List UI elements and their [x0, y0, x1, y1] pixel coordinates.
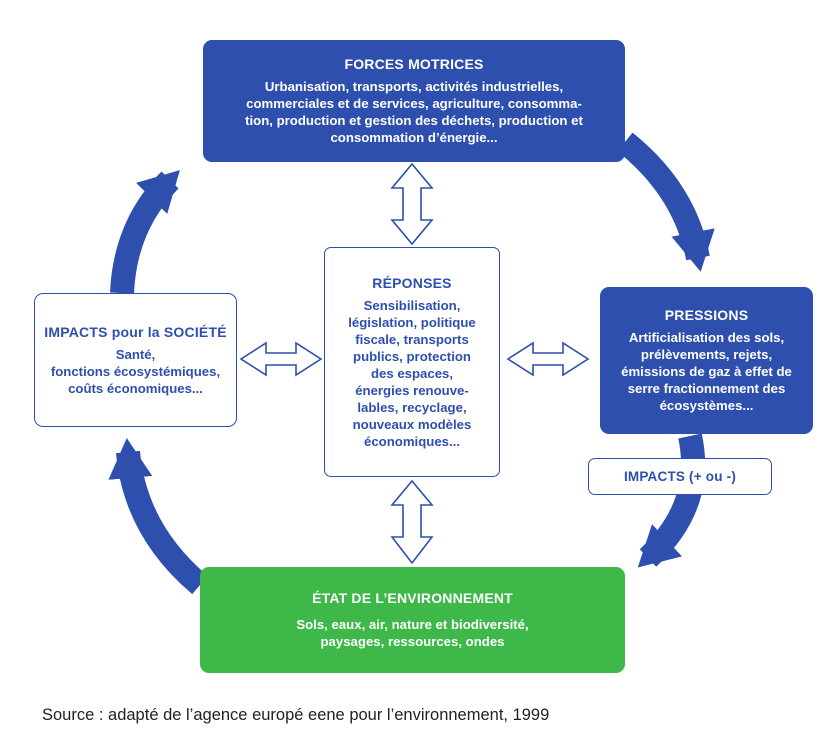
- impacts-societe-line: fonctions écosystémiques,: [50, 363, 221, 379]
- reponses-line: économiques...: [364, 433, 460, 449]
- forces-motrices-line: Urbanisation, transports, activités indu…: [264, 79, 564, 94]
- reponses-line: fiscale, transports: [355, 331, 469, 347]
- reponses-line: des espaces,: [370, 365, 454, 381]
- impacts-societe-line: Santé,: [115, 346, 156, 362]
- reponses-box: RÉPONSES Sensibilisation, législation, p…: [324, 247, 500, 477]
- etat-environnement-title: ÉTAT DE L’ENVIRONNEMENT: [312, 590, 513, 606]
- cycle-arrow-impacts-to-forces: [110, 170, 180, 294]
- pressions-line: émissions de gaz à effet de: [621, 364, 792, 379]
- impacts-plus-moins-box: IMPACTS (+ ou -): [588, 458, 772, 495]
- forces-motrices-line: consommation d’énergie...: [330, 130, 498, 145]
- forces-motrices-text: Urbanisation, transports, activités indu…: [217, 78, 611, 146]
- reponses-title: RÉPONSES: [372, 274, 452, 291]
- impacts-societe-title: IMPACTS pour la SOCIÉTÉ: [44, 323, 227, 340]
- cycle-arrow-pressions-to-etat: [637, 433, 706, 568]
- impacts-societe-line: coûts économiques...: [68, 380, 203, 396]
- double-arrow-impacts-reponses: [239, 341, 323, 377]
- pressions-title: PRESSIONS: [664, 307, 749, 323]
- double-arrow-reponses-etat: [390, 479, 434, 565]
- reponses-line: énergies renouve-: [355, 382, 469, 398]
- etat-environnement-text: Sols, eaux, air, nature et biodiversité,…: [214, 616, 611, 650]
- reponses-line: législation, politique: [348, 314, 476, 330]
- forces-motrices-box: FORCES MOTRICES Urbanisation, transports…: [203, 40, 625, 162]
- pressions-line: serre fractionnement des: [627, 381, 786, 396]
- etat-environnement-line: Sols, eaux, air, nature et biodiversité,: [296, 617, 529, 632]
- impacts-societe-text: Santé, fonctions écosystémiques, coûts é…: [43, 346, 228, 397]
- pressions-line: Artificialisation des sols,: [628, 330, 785, 345]
- forces-motrices-title: FORCES MOTRICES: [344, 56, 484, 72]
- etat-environnement-line: paysages, ressources, ondes: [320, 634, 505, 649]
- source-caption: Source : adapté de l’agence europé eene …: [42, 706, 550, 724]
- pressions-text: Artificialisation des sols, prélèvements…: [608, 329, 805, 414]
- double-arrow-reponses-pressions: [506, 341, 590, 377]
- cycle-arrow-etat-to-impacts: [108, 438, 208, 595]
- reponses-line: nouveaux modèles: [352, 416, 472, 432]
- reponses-line: Sensibilisation,: [363, 297, 461, 313]
- pressions-line: prélèvements, rejets,: [640, 347, 773, 362]
- reponses-line: publics, protection: [353, 348, 471, 364]
- reponses-line: lables, recyclage,: [357, 399, 467, 415]
- pressions-box: PRESSIONS Artificialisation des sols, pr…: [600, 287, 813, 434]
- double-arrow-forces-reponses: [390, 162, 434, 246]
- impacts-plus-moins-label: IMPACTS (+ ou -): [623, 469, 737, 484]
- etat-environnement-box: ÉTAT DE L’ENVIRONNEMENT Sols, eaux, air,…: [200, 567, 625, 673]
- cycle-arrow-forces-to-pressions: [617, 132, 715, 272]
- reponses-text: Sensibilisation, législation, politique …: [331, 297, 493, 450]
- forces-motrices-line: commerciales et de services, agriculture…: [246, 96, 582, 111]
- pressions-line: écosystèmes...: [659, 398, 754, 413]
- forces-motrices-line: tion, production et gestion des déchets,…: [245, 113, 583, 128]
- impacts-societe-box: IMPACTS pour la SOCIÉTÉ Santé, fonctions…: [34, 293, 237, 427]
